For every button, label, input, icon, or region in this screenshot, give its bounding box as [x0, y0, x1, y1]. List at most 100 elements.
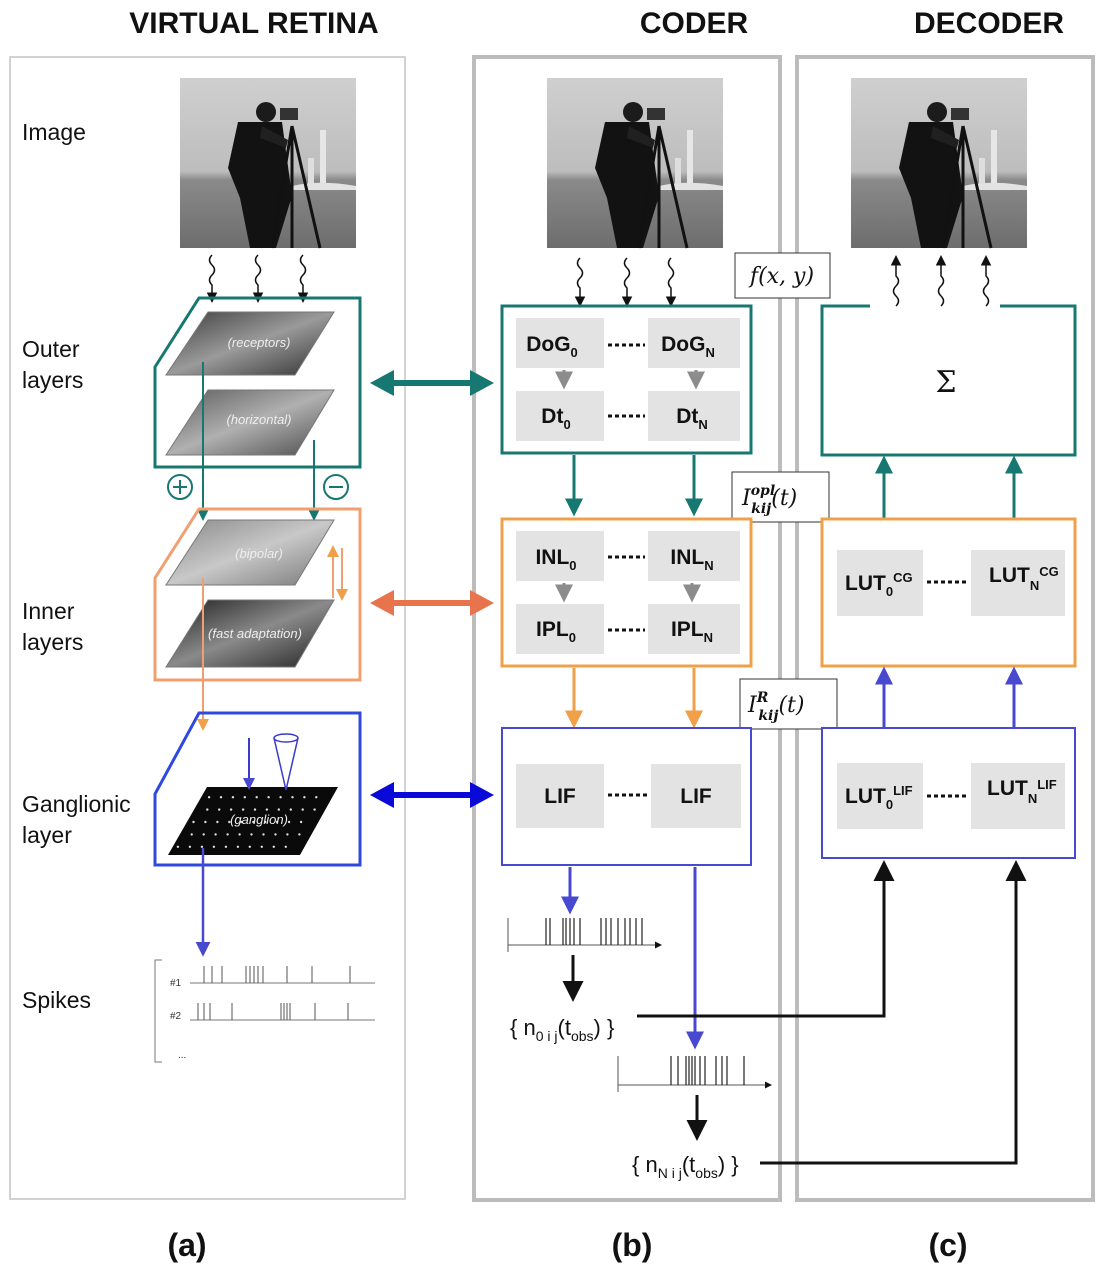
input-function-label-box	[734, 252, 831, 299]
spike-row-2-label: #2	[170, 1011, 182, 1022]
ganglion-cell-dot	[253, 808, 257, 811]
lif-first-label: LIF	[544, 785, 576, 808]
ganglion-cell-dot	[229, 808, 233, 811]
ganglion-cell-dot	[279, 796, 282, 799]
row-label-outer-1: Outer	[22, 336, 80, 362]
coder-header: CODER	[640, 7, 749, 40]
i-opl-label-box	[731, 471, 830, 523]
ipl-first-box	[516, 604, 604, 654]
lut-lif-last-label: LUTNLIF	[987, 777, 1057, 806]
ganglion-cell-dot	[219, 796, 223, 799]
inl-first-label: INL0	[535, 546, 576, 573]
ganglion-cell-dot	[228, 820, 231, 824]
ganglion-cell-dot	[272, 845, 275, 848]
bipolar-layer-image	[165, 519, 335, 586]
lut-lif-first-box	[837, 763, 923, 829]
dog-last-label: DoGN	[661, 333, 715, 360]
retina-wavy-arrows	[206, 254, 309, 303]
ganglion-cell-dot	[291, 796, 294, 799]
count-last-to-decoder-line	[760, 860, 1027, 1165]
retina-header: VIRTUAL RETINA	[129, 7, 378, 40]
ganglion-cell-dot	[224, 845, 228, 848]
ganglion-cell-dot	[264, 820, 267, 824]
row-label-image: Image	[22, 119, 86, 145]
i-r-label-box	[739, 678, 838, 730]
ganglion-cell-dot	[243, 796, 246, 799]
plus-icon	[167, 474, 193, 500]
ganglion-cell-dot	[204, 820, 207, 824]
fast-adaptation-layer-label: (fast adaptation)	[208, 626, 302, 641]
receptors-layer-image	[165, 311, 335, 376]
spike-row-1-label: #1	[170, 978, 182, 989]
ganglion-cell-dot	[192, 820, 195, 824]
decoder-panel-frame	[795, 55, 1095, 1202]
dt-last-label: DtN	[676, 405, 708, 432]
ganglion-cell-dot	[260, 845, 263, 848]
decoder-wavy-arrows	[890, 255, 992, 307]
ganglion-cell-dot	[275, 820, 279, 824]
decoder-sum-block	[820, 304, 1077, 457]
row-label-ganglionic-1: Ganglionic	[22, 791, 131, 817]
ganglion-cell-dot	[267, 796, 270, 799]
ganglion-cell-dot	[303, 796, 306, 799]
ipl-last-label: IPLN	[671, 618, 713, 645]
dog-last-box	[648, 318, 740, 368]
ganglion-cell-dot	[200, 845, 204, 848]
row-label-outer-2: layers	[22, 367, 83, 393]
ganglion-cell-dot	[214, 833, 217, 836]
receptors-layer-label: (receptors)	[228, 335, 291, 350]
ganglion-cell-dot	[212, 845, 216, 848]
ganglion-cell-dot	[206, 808, 209, 811]
ganglion-cell-dot	[289, 808, 292, 811]
lif-last-label: LIF	[680, 785, 712, 808]
inner-layers-frame	[153, 507, 362, 682]
coder-input-image	[545, 76, 725, 250]
lut-cg-first-box	[837, 550, 923, 616]
ganglion-cell-dot	[262, 833, 265, 836]
coder-panel-frame	[472, 55, 782, 1202]
coder-spike-train-first	[507, 918, 662, 952]
decoder-output-image	[849, 76, 1029, 250]
inl-first-box	[516, 531, 604, 581]
dog-first-label: DoG0	[526, 333, 578, 360]
inl-last-box	[648, 531, 740, 581]
row-label-inner-1: Inner	[22, 598, 75, 624]
retina-spike-raster: #1 #2 ...	[154, 959, 375, 1063]
lut-lif-first-label: LUT0LIF	[845, 783, 913, 812]
ganglion-cell-dot	[277, 808, 280, 811]
input-function-label: f(x, y)	[748, 264, 814, 289]
ganglion-cell-dot	[299, 820, 303, 824]
dog-first-box	[516, 318, 604, 368]
count-first-to-decoder-line	[637, 860, 895, 1018]
horizontal-layer-image	[165, 389, 335, 456]
lif-first-box	[516, 764, 604, 828]
ganglion-cell-dot	[241, 808, 245, 811]
bipolar-layer-label: (bipolar)	[235, 546, 283, 561]
ganglion-cell-dot	[315, 796, 318, 799]
dt-first-label: Dt0	[541, 405, 570, 432]
dt-first-box	[516, 391, 604, 441]
panel-label-b: (b)	[612, 1227, 653, 1263]
fast-adaptation-layer-image	[165, 599, 335, 668]
lut-cg-last-label: LUTNCG	[989, 564, 1059, 593]
ganglion-cell-dot	[216, 820, 219, 824]
ganglion-cell-dot	[252, 820, 255, 824]
row-label-ganglionic-2: layer	[22, 822, 72, 848]
ganglion-cell-dot	[231, 796, 235, 799]
coder-wavy-arrows	[574, 257, 677, 307]
lut-cg-last-box	[971, 550, 1065, 616]
retina-input-image	[178, 76, 358, 250]
retina-panel-frame	[9, 56, 406, 1200]
ganglion-cell-dot	[207, 796, 211, 799]
ganglion-cell-dot	[236, 845, 240, 848]
ganglion-cell-dot	[240, 820, 243, 824]
row-label-inner-2: layers	[22, 629, 83, 655]
count-first-label: { n0 i j(tobs) }	[510, 1015, 614, 1044]
minus-icon	[323, 474, 349, 500]
ganglion-cell-dot	[313, 808, 316, 811]
ganglionic-coder-double-arrow	[370, 782, 494, 808]
ganglion-cell-dot	[255, 796, 258, 799]
lif-last-box	[651, 764, 741, 828]
